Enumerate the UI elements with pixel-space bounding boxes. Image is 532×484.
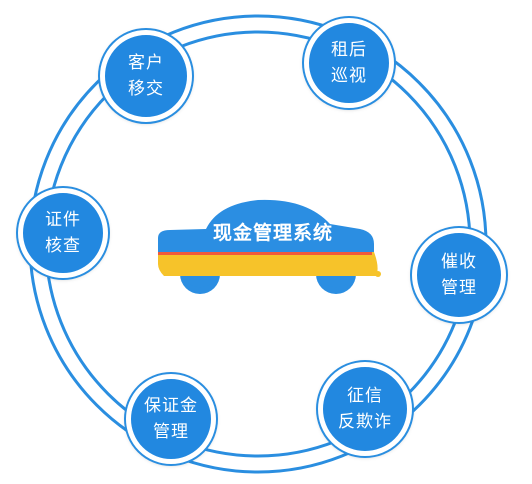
- node-document-verification: 证件 核查: [18, 188, 108, 278]
- node-customer-transfer: 客户 移交: [100, 30, 192, 122]
- node-label-line2: 移交: [128, 79, 164, 99]
- node-label-line1: 证件: [45, 210, 81, 230]
- node-label-line1: 征信: [347, 386, 383, 406]
- node-label-line1: 催收: [441, 252, 477, 272]
- car-body: [158, 199, 374, 256]
- node-label-line1: 租后: [331, 40, 367, 60]
- node-credit-anti-fraud: 征信 反欺诈: [318, 362, 412, 456]
- car-stripe-yellow: [158, 252, 378, 276]
- car-headlight: [375, 271, 381, 277]
- car-front-wheel-arch: [318, 276, 354, 288]
- center-title: 现金管理系统: [212, 222, 333, 244]
- car-rear-wheel-arch: [182, 276, 218, 288]
- node-label-line1: 客户: [128, 53, 164, 73]
- car-illustration: [158, 199, 381, 294]
- node-label-line2: 巡视: [331, 66, 367, 86]
- node-label-line2: 管理: [153, 422, 189, 442]
- node-deposit-management: 保证金 管理: [126, 374, 216, 464]
- node-label-line2: 核查: [45, 236, 81, 256]
- node-post-lease-inspection: 租后 巡视: [304, 18, 394, 108]
- node-label-line2: 管理: [441, 278, 477, 298]
- node-collection-management: 催收 管理: [412, 228, 506, 322]
- node-label-line1: 保证金: [144, 396, 198, 416]
- car-stripe-red: [158, 252, 372, 255]
- node-label-line2: 反欺诈: [338, 412, 392, 432]
